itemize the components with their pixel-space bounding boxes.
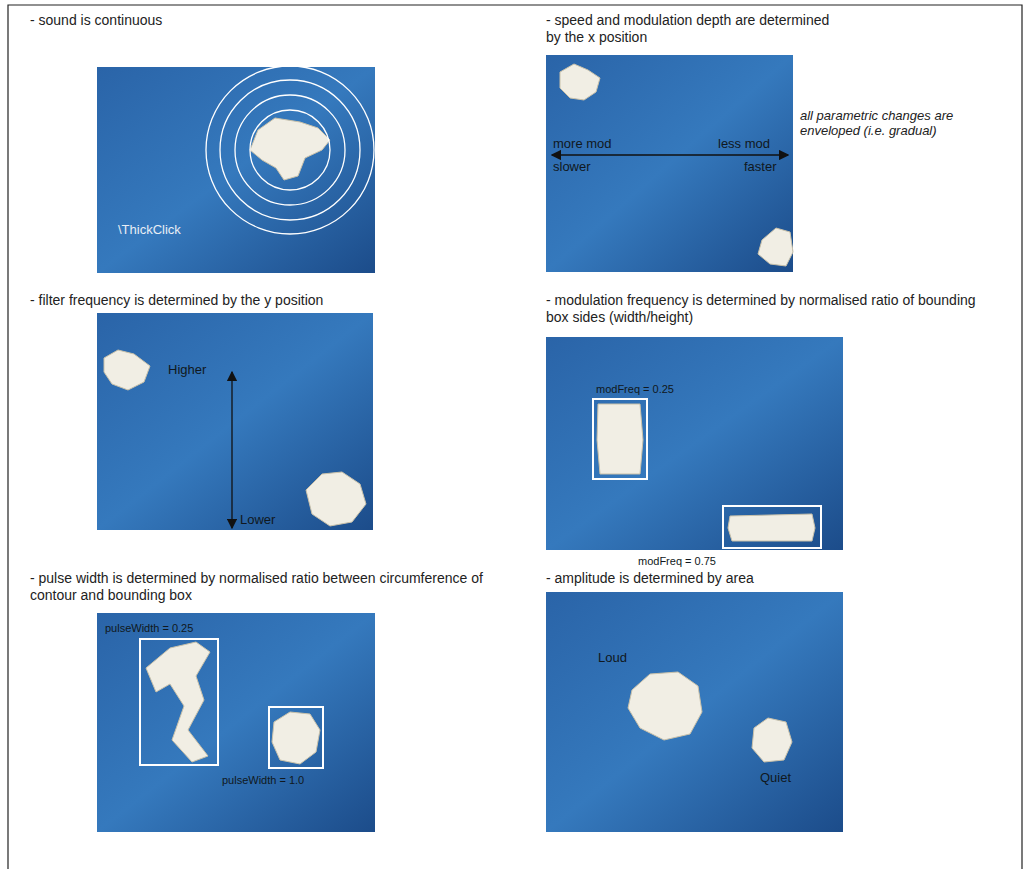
axis-label: less mod [718, 136, 770, 151]
ratio-value: modFreq = 0.75 [638, 555, 716, 568]
ratio-value: pulseWidth = 0.25 [105, 622, 193, 635]
bounding-box: modFreq = 0.25 [592, 398, 648, 480]
axis-label: Lower [240, 512, 275, 527]
panel-heading: - modulation frequency is determined by … [546, 292, 1001, 326]
amplitude-label: Quiet [760, 770, 791, 785]
ratio-value: modFreq = 0.25 [596, 383, 674, 396]
amplitude-label: Loud [598, 650, 627, 665]
sound-name: \ThickClick [118, 222, 181, 237]
panel-heading: - speed and modulation depth are determi… [546, 12, 846, 46]
ratio-value: pulseWidth = 1.0 [222, 774, 304, 787]
panel-heading: - amplitude is determined by area [546, 570, 876, 587]
bounding-box: pulseWidth = 1.0 [268, 706, 324, 769]
axis-label: faster [744, 159, 777, 174]
panel-heading: - sound is continuous [30, 12, 360, 29]
axis-label: Higher [168, 362, 206, 377]
axis-label: slower [553, 159, 591, 174]
bounding-box: pulseWidth = 0.25 [139, 638, 219, 766]
panel-heading: - filter frequency is determined by the … [30, 292, 370, 309]
axis-label: more mod [553, 136, 612, 151]
bounding-box: modFreq = 0.75 [722, 505, 822, 549]
side-note: all parametric changes are enveloped (i.… [800, 108, 1005, 138]
panel-heading: - pulse width is determined by normalise… [30, 570, 485, 604]
